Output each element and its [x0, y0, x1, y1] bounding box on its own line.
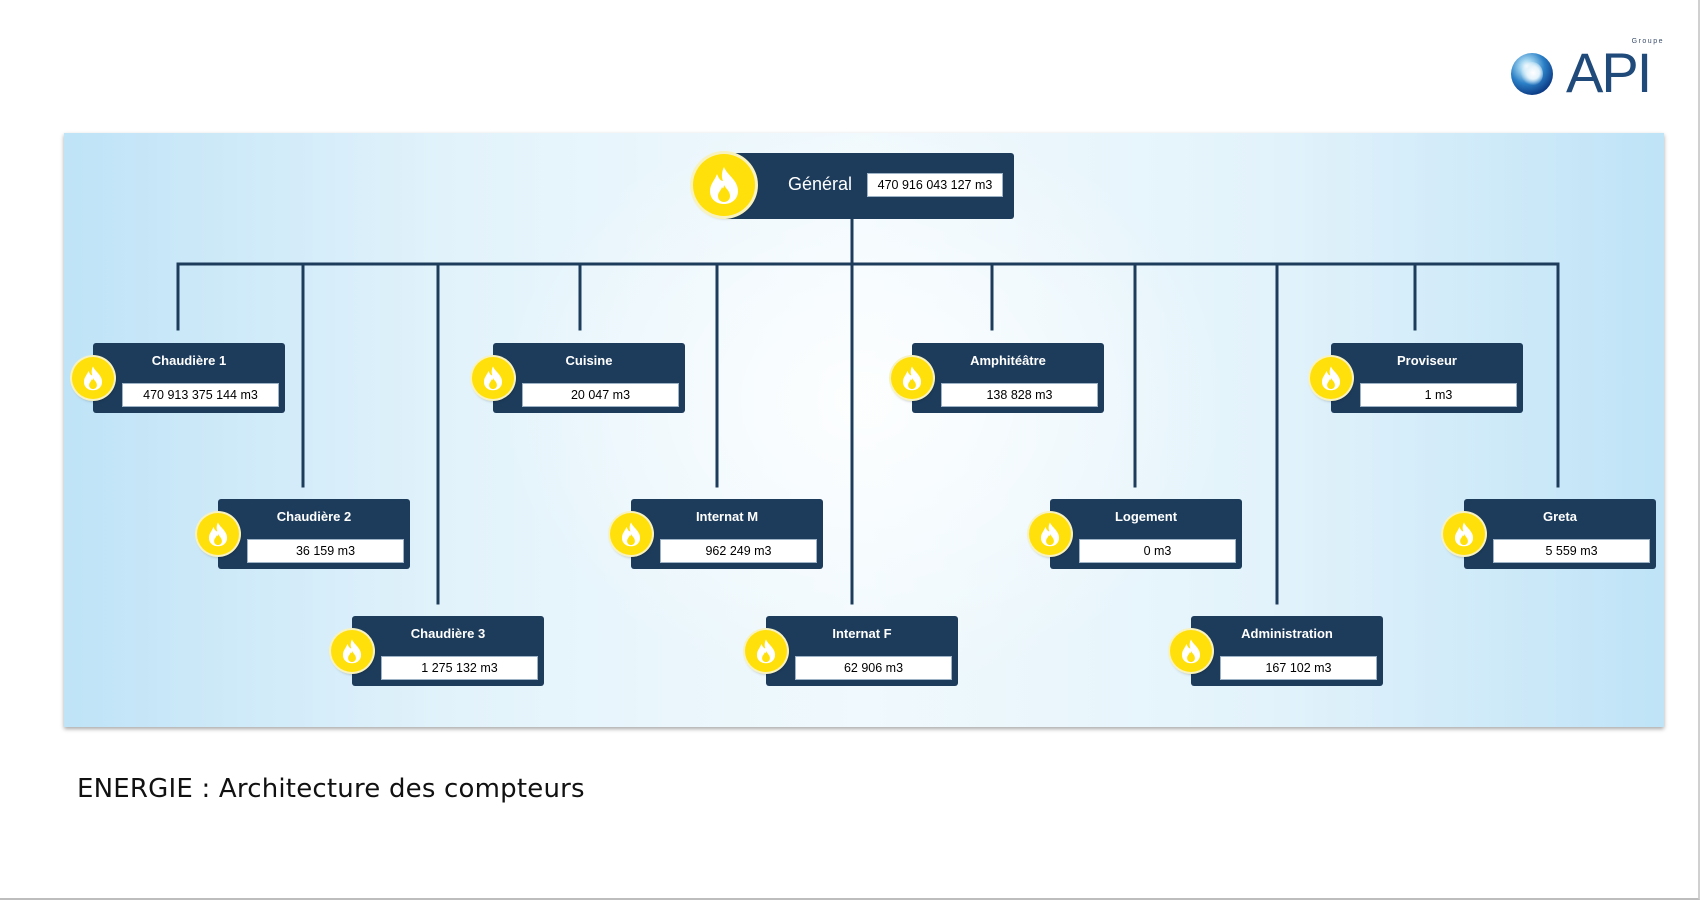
meter-node-chaudiere-1: Chaudière 1 470 913 375 144 m3 — [93, 343, 285, 413]
meter-label: Administration — [1241, 626, 1333, 641]
flame-icon — [72, 357, 114, 399]
general-meter-value: 470 916 043 127 m3 — [867, 173, 1003, 197]
meter-label: Internat F — [832, 626, 892, 641]
general-meter-label: Général — [788, 174, 853, 194]
meter-node-cuisine: Cuisine 20 047 m3 — [493, 343, 685, 413]
api-logo: Groupe API — [1508, 38, 1668, 104]
meter-node-logement: Logement 0 m3 — [1050, 499, 1242, 569]
meter-value: 20 047 m3 — [522, 383, 679, 407]
meter-node-greta: Greta 5 559 m3 — [1464, 499, 1656, 569]
meter-node-chaudiere-2: Chaudière 2 36 159 m3 — [218, 499, 410, 569]
meter-label: Chaudière 3 — [410, 626, 486, 641]
flame-icon — [197, 513, 239, 555]
meter-label: Logement — [1114, 509, 1178, 524]
meter-label: Chaudière 2 — [276, 509, 352, 524]
flame-icon — [472, 357, 514, 399]
meter-label: Cuisine — [565, 353, 613, 368]
meter-value: 962 249 m3 — [660, 539, 817, 563]
meter-node-administration: Administration 167 102 m3 — [1191, 616, 1383, 686]
meter-node-internat-f: Internat F 62 906 m3 — [766, 616, 958, 686]
slide-caption: ENERGIE : Architecture des compteurs — [77, 774, 585, 804]
logo-groupe-text: Groupe — [1631, 38, 1664, 45]
meter-label: Internat M — [695, 509, 759, 524]
meter-node-amphiteatre: Amphitéâtre 138 828 m3 — [912, 343, 1104, 413]
meter-value: 0 m3 — [1079, 539, 1236, 563]
flame-icon — [693, 154, 755, 216]
meter-value: 167 102 m3 — [1220, 656, 1377, 680]
flame-icon — [331, 630, 373, 672]
flame-icon — [1170, 630, 1212, 672]
meter-label: Chaudière 1 — [151, 353, 227, 368]
flame-icon — [891, 357, 933, 399]
flame-icon — [1310, 357, 1352, 399]
logo-brand-text: API — [1566, 41, 1652, 104]
meter-value: 1 m3 — [1360, 383, 1517, 407]
meter-value: 1 275 132 m3 — [381, 656, 538, 680]
flame-icon — [610, 513, 652, 555]
meter-value: 36 159 m3 — [247, 539, 404, 563]
meter-value: 5 559 m3 — [1493, 539, 1650, 563]
meter-label: Proviseur — [1397, 353, 1457, 368]
meter-label: Amphitéâtre — [970, 353, 1046, 368]
meter-architecture-diagram: Général 470 916 043 127 m3 Chaudière 1 4… — [64, 133, 1664, 727]
connector-lines — [176, 217, 1560, 605]
meter-node-proviseur: Proviseur 1 m3 — [1331, 343, 1523, 413]
logo-sphere-icon — [1511, 53, 1553, 95]
flame-icon — [1443, 513, 1485, 555]
meter-node-internat-m: Internat M 962 249 m3 — [631, 499, 823, 569]
general-meter-node: Général 470 916 043 127 m3 — [724, 153, 1014, 219]
meter-label: Greta — [1543, 509, 1577, 524]
flame-icon — [745, 630, 787, 672]
meter-value: 138 828 m3 — [941, 383, 1098, 407]
meter-value: 470 913 375 144 m3 — [122, 383, 279, 407]
meter-value: 62 906 m3 — [795, 656, 952, 680]
flame-icon — [1029, 513, 1071, 555]
meter-node-chaudiere-3: Chaudière 3 1 275 132 m3 — [352, 616, 544, 686]
